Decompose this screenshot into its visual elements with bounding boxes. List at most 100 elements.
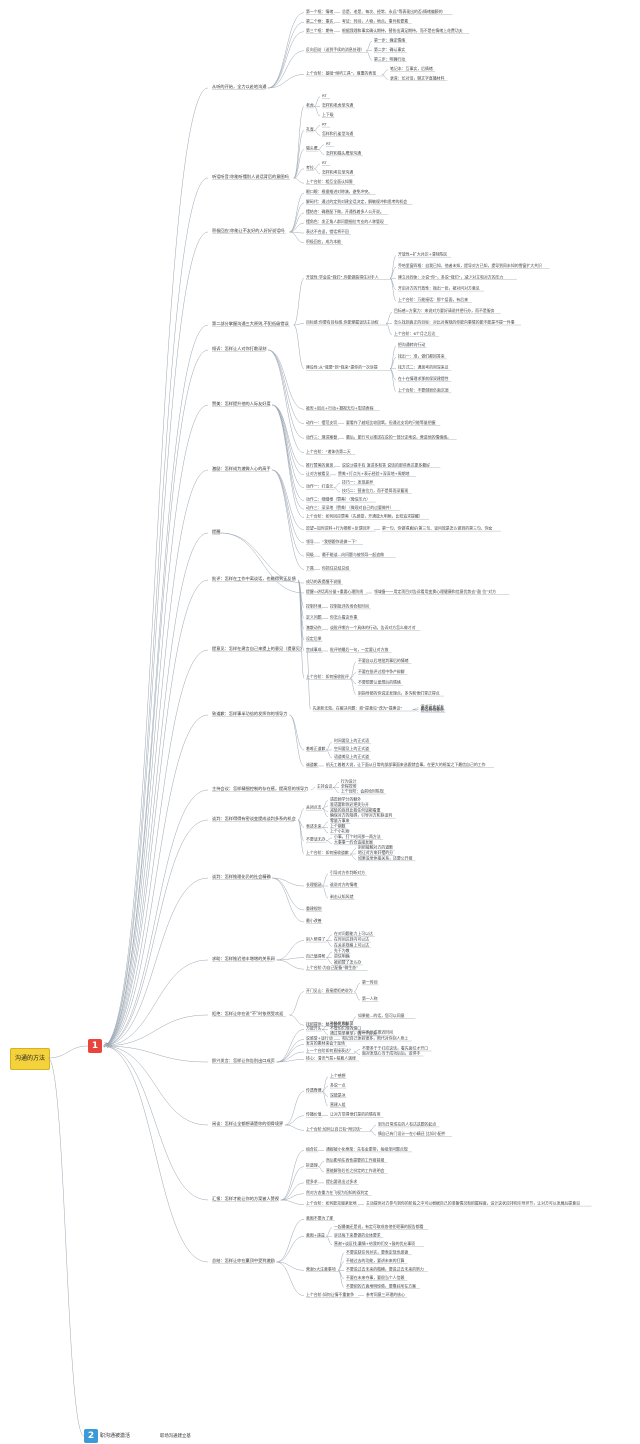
- node-3-2[interactable]: 建设性:从“我要”到“我来”提你的一次诉提: [306, 365, 378, 370]
- node-12-3[interactable]: 上个台阶：如何接收道歉: [306, 850, 349, 855]
- leaf-19-2-1[interactable]: 不能过去的功能，要讲未来的打算: [346, 1258, 404, 1263]
- leaf-15-0-1[interactable]: 第一人称: [362, 996, 378, 1001]
- node-16-4[interactable]: 核心：清讯气氛+稻着人演绎: [306, 1056, 356, 1061]
- node-16-3[interactable]: 上一个台阶如何直接表达？: [306, 1048, 353, 1053]
- node-15-1[interactable]: 找把提供：替出替代方案: [306, 1021, 349, 1026]
- node-6-0[interactable]: 愿望=加时资料+行为推断+反馈回环: [306, 526, 370, 531]
- node-2-3[interactable]: 摆角色：发正角人群问题细位专业的人称管现: [306, 219, 384, 224]
- node-1-1[interactable]: 孔雀: [306, 126, 314, 131]
- leaf-15-1-1[interactable]: 交房条件或推迟时间: [358, 1030, 393, 1035]
- leaf-1-2-1[interactable]: 怎样和猫头鹰型沟通: [326, 150, 361, 155]
- leaf-3-0-2[interactable]: 建立共同体：沙说“你”，多说“我们”，减少对立和对方的压力: [398, 274, 503, 279]
- leaf-10-1-0[interactable]: 机无工着着大说，让下面从日常的部部事面来选跟就会事。在更大的框架之下最信自己的工…: [326, 762, 486, 767]
- node-13-1[interactable]: 重建规划: [306, 906, 322, 911]
- node-7-1[interactable]: 提醒=讲话再分量+重要心理防线: [306, 589, 363, 594]
- leaf-12-0-3[interactable]: 确保对方的阻碍，引导对方和联谈判: [330, 813, 392, 818]
- leaf-1-0-1[interactable]: 怎样和老虎型沟通: [322, 102, 353, 107]
- branch-5[interactable]: 赞美：怎样提升他的人际友好度: [212, 400, 271, 407]
- leaf-3-0-1[interactable]: 乔哈里窗四格：自我已知、他者未知，提导对方已知，提导到同未知的雪窗扩大共识: [398, 263, 542, 268]
- leaf-1-2-0[interactable]: RT: [326, 141, 331, 146]
- branch-17[interactable]: 闲谈：怎样让全都想清楚你的彻骨境界: [212, 1120, 284, 1127]
- leaf-19-2-3[interactable]: 不要在未来夺事，要很当个人信赖: [346, 1275, 404, 1280]
- node-10-1[interactable]: 诚道歉: [306, 762, 318, 767]
- leaf-17-2-1[interactable]: 情自己有门设计一在小精还 比如小配件: [378, 1131, 445, 1136]
- leaf-1-0-2[interactable]: 上下级: [322, 112, 334, 117]
- leaf-0-3-0[interactable]: 第一步：确定情绪: [374, 37, 405, 42]
- leaf-12-3-0[interactable]: 别把接触对方的道歉: [358, 845, 393, 850]
- leaf-19-2-2[interactable]: 不要说过去未来的楷模，要说过去未来的努力: [346, 1266, 424, 1271]
- node-5-2[interactable]: 动作一：打造元: [306, 484, 333, 489]
- node-9-0[interactable]: 先迷新无效，在解决问题：把“提意见”改为“提建议”: [313, 706, 403, 711]
- leaf-1-1-1[interactable]: 怎样和孔雀型沟通: [322, 131, 353, 136]
- leaf-6-0-0[interactable]: 第一句、你做得真好(第三句、谈问效是怎么做到的第三句、你女: [382, 526, 493, 531]
- node-4-3[interactable]: 上个台阶：“诸体仿第二天: [306, 449, 351, 454]
- node-0-2[interactable]: 第三个框：期待: [306, 28, 333, 33]
- leaf-11-0-0[interactable]: 行为设计: [341, 779, 357, 784]
- leaf-3-2-0[interactable]: 把沟通转向行动: [398, 342, 425, 347]
- leaf-19-3-0[interactable]: 参考同意三环理的核心: [366, 1292, 405, 1297]
- leaf-18-4-0[interactable]: 主动提供对方参与到你的阶段之中可以根据自己的准备情况和把握程度，设计这状应排和引…: [366, 1201, 580, 1206]
- branch-1[interactable]: 听话听音:你能听懂别人说话背后的意图吗: [212, 173, 289, 180]
- leaf-19-1-2[interactable]: 营谢+谈区找,赢情+给我的们交+鼓的优允事项: [334, 1241, 415, 1246]
- node-12-1[interactable]: 表述未来: [306, 823, 322, 828]
- leaf-1-1-0[interactable]: RT: [322, 122, 327, 127]
- section-2-badge[interactable]: 2: [84, 1429, 98, 1443]
- leaf-0-2-0[interactable]: 根据我理和事实确认期待，替扮出满足期待，而不是在情绪上花费功夫: [342, 28, 463, 33]
- leaf-19-1-1[interactable]: 诉还每下来要做的业体要求: [334, 1232, 381, 1237]
- leaf-15-0-0[interactable]: 第一时间: [362, 979, 378, 984]
- leaf-3-1-2[interactable]: 上个台阶：6个月之后达: [394, 331, 435, 336]
- branch-12[interactable]: 谈判：怎样得得有密谈变提成谈判多系的机会: [212, 815, 297, 822]
- leaf-17-0-3[interactable]: 营建入组: [330, 1102, 346, 1107]
- leaf-12-1-0[interactable]: 零量万事来: [330, 818, 350, 823]
- leaf-17-0-0[interactable]: 上个感想: [330, 1073, 346, 1078]
- leaf-8-2-0[interactable]: 谈批评哪方一个具体的行动，告诉对方怎么做才对: [330, 625, 416, 630]
- leaf-12-0-0[interactable]: 请愿顾学分的额外: [330, 797, 361, 802]
- leaf-18-2-0[interactable]: 提出要说出过多求: [326, 1179, 357, 1184]
- node-4-1[interactable]: 动作一：摆范支切: [306, 420, 337, 425]
- leaf-16-0-0[interactable]: 补处负面标签: [330, 1021, 353, 1026]
- branch-19[interactable]: 总结：怎样让你在赢顶中受到激励: [212, 1257, 275, 1264]
- leaf-18-0-0[interactable]: 通报被小化框架：先有金更带，每组单问题点规: [326, 1146, 408, 1151]
- leaf-12-1-1[interactable]: 上个期数: [330, 823, 346, 828]
- leaf-8-1-0[interactable]: 你怎么看这件事: [330, 614, 357, 619]
- node-1-2[interactable]: 猫头鹰: [306, 146, 318, 151]
- node-19-0[interactable]: 意图不要为了那: [306, 1215, 333, 1220]
- leaf-17-1-0[interactable]: 让对方觉得他们是的的情有用: [330, 1112, 381, 1117]
- node-2-0[interactable]: 眼口眼：根据推进对称演，避免冲突。: [306, 189, 372, 194]
- node-5-4[interactable]: 动作三：深深地（赞美）（微观对自己的过要做件）: [306, 505, 394, 510]
- node-2-2[interactable]: 摆结合：确稳配下做，开通找着多人公开说。: [306, 209, 384, 214]
- leaf-5-2-1[interactable]: 技巧二：营造位力，而不是简而深蓄观: [342, 488, 408, 493]
- branch-13[interactable]: 谈判：怎样推理化仍的社会精确: [212, 873, 271, 880]
- leaf-13-0-1[interactable]: 谁说对方的情绪: [330, 882, 357, 887]
- leaf-12-3-1[interactable]: 地让对方来好摆的分: [358, 850, 393, 855]
- leaf-5-0-0[interactable]: 说说沙提手有 演讲多和答 说话的那些表达更多最好: [342, 462, 430, 467]
- node-13-2[interactable]: 最小改善: [306, 918, 322, 923]
- node-18-4[interactable]: 上个台阶：如何能克服紧张地: [306, 1201, 357, 1206]
- leaf-16-3-0[interactable]: 不要多于于打应这话，看先面位才开口: [362, 1046, 428, 1051]
- node-18-2[interactable]: 提多求: [306, 1179, 318, 1184]
- leaf-9-0-1[interactable]: 定义双方关系: [421, 706, 444, 711]
- node-2-4[interactable]: 表达不合适，错话将不回: [306, 229, 349, 234]
- node-8-2[interactable]: 澈散动作: [306, 625, 322, 630]
- leaf-17-2-0[interactable]: 到当日常成在的人有达这题的起点: [378, 1121, 436, 1126]
- branch-14[interactable]: 求助：怎样推迟他丰增增的关系网: [212, 955, 275, 962]
- branch-7[interactable]: 提醒: [212, 528, 221, 535]
- leaf-1-3-1[interactable]: 怎样和考拉型沟通: [322, 170, 353, 175]
- leaf-14-0-0[interactable]: 在对问题能力上可以达: [334, 931, 373, 936]
- branch-4[interactable]: 倾诉：怎样让人对你打敞深刻: [212, 345, 266, 352]
- node-19-2[interactable]: 营谢5大注意事项: [306, 1266, 336, 1271]
- leaf-3-2-4[interactable]: 上个台阶：不要倒很负面沉溺: [398, 387, 449, 392]
- node-17-2[interactable]: 上个台阶:如何让自己有“附识话”: [306, 1126, 362, 1131]
- leaf-14-1-1[interactable]: 资信明确: [334, 954, 350, 959]
- node-16-1[interactable]: 说感受+谈行动: [306, 1036, 333, 1041]
- leaf-0-0-0[interactable]: 总是、老是、每次、经常、永远”等表现出的否/情绪偏颇的: [342, 9, 443, 14]
- leaf-3-1-1[interactable]: 怎么找到真正的目标：对比对客观的你能向事情的能不能是不提一件事: [394, 320, 515, 325]
- leaf-8-5-2[interactable]: 不要想要认爱想后的情绪: [358, 680, 401, 685]
- leaf-17-0-1[interactable]: 多说一点: [330, 1083, 346, 1088]
- leaf-14-0-2[interactable]: 在关系规格上可以达: [334, 942, 369, 947]
- leaf-9-0-0[interactable]: 滚求证支对方: [421, 704, 444, 709]
- leaf-17-0-2[interactable]: 深能是冰: [330, 1092, 346, 1097]
- node-2-5[interactable]: 积极回应，成为本能: [306, 239, 341, 244]
- leaf-9-0-2[interactable]: 固话其得意况: [421, 707, 444, 712]
- node-0-3[interactable]: 反向回访（送到手续的消息处理）: [306, 47, 364, 52]
